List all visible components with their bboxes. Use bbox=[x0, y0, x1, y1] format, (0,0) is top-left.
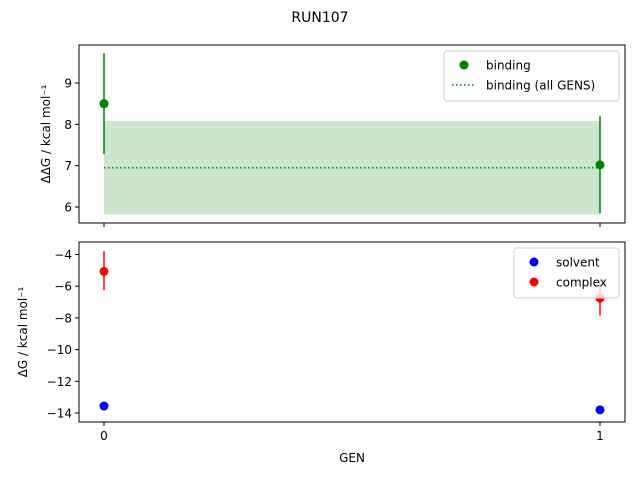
legend-box bbox=[513, 247, 620, 299]
legend: solvent complex bbox=[513, 247, 620, 299]
y-tick-label: 8 bbox=[64, 118, 72, 132]
y-tick-label: −12 bbox=[47, 375, 72, 389]
y-tick-label: −8 bbox=[54, 311, 72, 325]
data-point-binding bbox=[99, 99, 109, 109]
legend-label: complex bbox=[556, 276, 607, 290]
data-point-binding bbox=[595, 160, 605, 170]
y-tick-label: −6 bbox=[54, 280, 72, 294]
y-tick-label: 6 bbox=[64, 201, 72, 215]
legend-box bbox=[443, 50, 620, 102]
figure-title: RUN107 bbox=[291, 10, 348, 26]
legend-marker-icon bbox=[529, 277, 539, 287]
legend-label: binding bbox=[486, 59, 531, 73]
data-point-solvent bbox=[99, 401, 109, 411]
y-tick-label: −10 bbox=[47, 343, 72, 357]
y-tick-label: −4 bbox=[54, 248, 72, 262]
y-tick-label: 7 bbox=[64, 159, 72, 173]
y-tick-label: −14 bbox=[47, 407, 72, 421]
bottom-panel-solvent-complex: −14 −12 −10 −8 −6 −4 0 1 ΔG / kcal mol⁻¹ solvent c… bbox=[16, 241, 626, 443]
x-axis-label: GEN bbox=[339, 451, 365, 465]
y-axis-label: ΔG / kcal mol⁻¹ bbox=[16, 286, 30, 377]
y-axis-label: ΔΔG / kcal mol⁻¹ bbox=[39, 84, 53, 183]
x-tick-label: 1 bbox=[596, 429, 604, 443]
data-point-complex bbox=[99, 266, 109, 276]
legend-marker-icon bbox=[529, 257, 539, 267]
x-tick-label: 0 bbox=[100, 429, 108, 443]
data-point-solvent bbox=[595, 405, 605, 415]
axes-frame bbox=[78, 44, 626, 224]
y-tick-label: 9 bbox=[64, 77, 72, 91]
legend: binding binding (all GENS) bbox=[443, 50, 620, 102]
axes-frame bbox=[78, 241, 626, 423]
legend-label: binding (all GENS) bbox=[486, 79, 595, 93]
legend-label: solvent bbox=[556, 256, 600, 270]
legend-marker-icon bbox=[459, 60, 469, 70]
